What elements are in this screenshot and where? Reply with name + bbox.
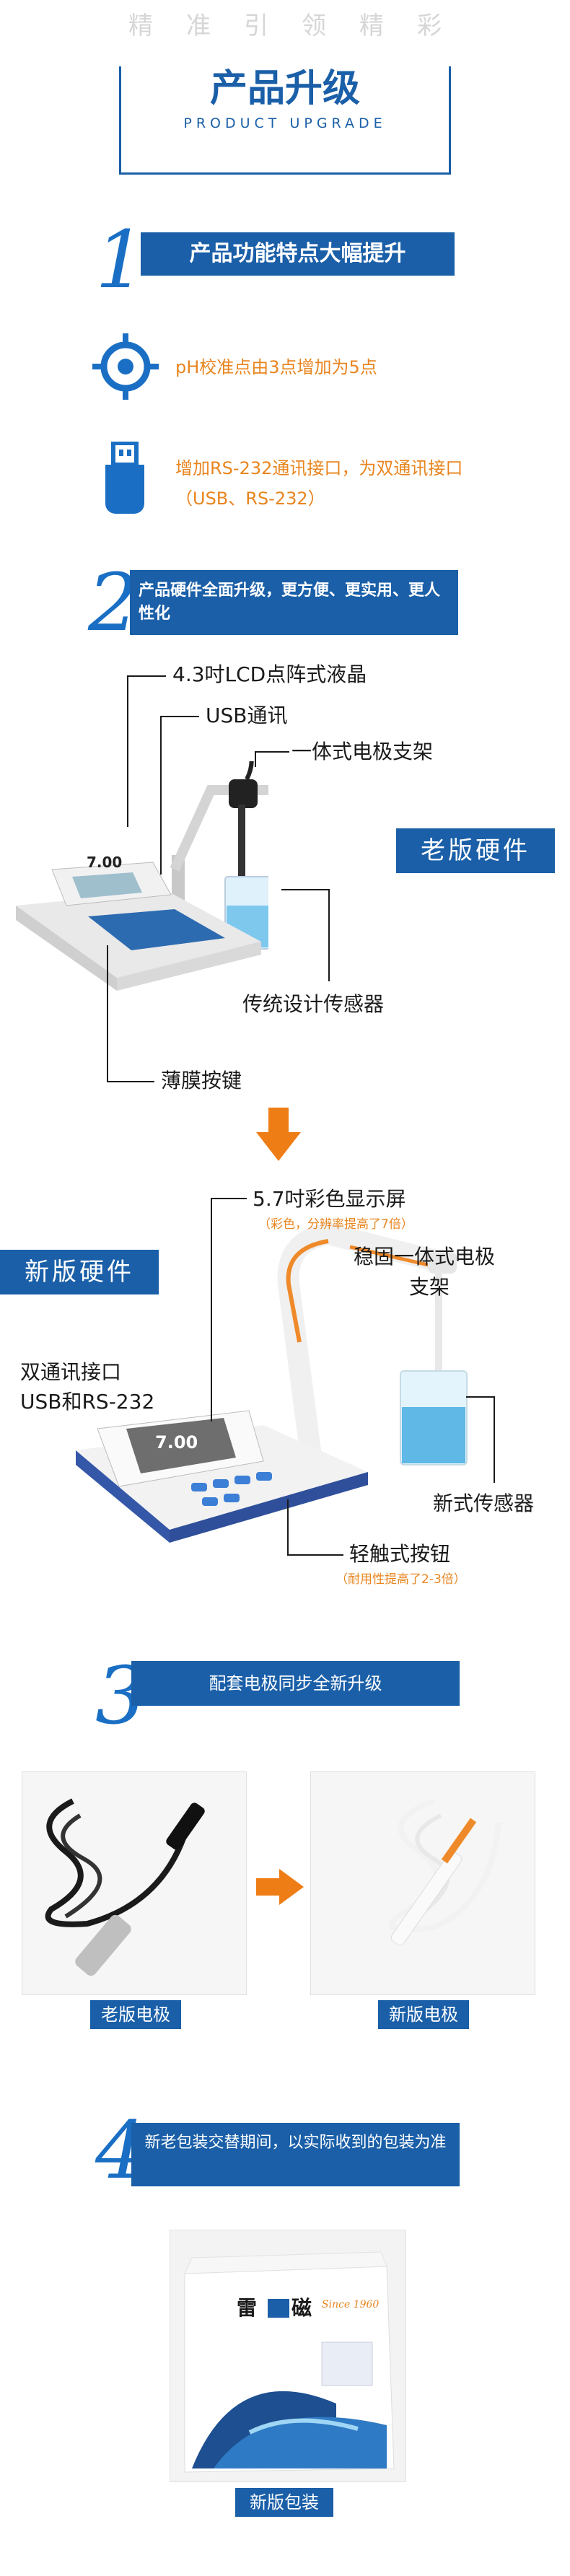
feature-text: pH校准点由3点增加为5点: [175, 357, 377, 377]
new-package-caption: 新版包装: [235, 2488, 333, 2517]
label-lcd: 4.3吋LCD点阵式液晶: [172, 662, 367, 686]
label-keys: 薄膜按键: [161, 1069, 242, 1092]
section-2-heading: 产品硬件全面升级，更方便、更实用、更人性化: [130, 570, 458, 635]
label-buttons: 轻触式按钮: [349, 1542, 451, 1566]
new-electrode-image: [310, 1771, 535, 1995]
slogan: 精准引领精彩: [128, 12, 475, 40]
label-comm-2: USB和RS-232: [20, 1390, 155, 1414]
box-brand-char-1: 雷: [237, 2296, 258, 2320]
note-screen: （彩色，分辨率提高了7倍）: [258, 1217, 413, 1232]
section-3-heading: 配套电极同步全新升级: [131, 1661, 460, 1706]
feature-text: 增加RS-232通讯接口，为双通讯接口（USB、RS-232）: [175, 458, 463, 509]
section-number-1: 1: [95, 214, 146, 306]
section-4-heading: 新老包装交替期间，以实际收到的包装为准: [131, 2123, 460, 2186]
old-electrode-caption: 老版电极: [90, 2000, 181, 2029]
usb-icon: [105, 442, 144, 514]
page-subtitle: PRODUCT UPGRADE: [183, 115, 387, 131]
label-screen: 5.7吋彩色显示屏: [253, 1187, 406, 1211]
label-sensor-new: 新式传感器: [433, 1491, 535, 1515]
label-comm: 双通讯接口: [20, 1360, 122, 1384]
label-usb: USB通讯: [206, 704, 288, 727]
page-title: 产品升级: [209, 67, 360, 110]
box-brand-char-2: 磁: [291, 2296, 312, 2320]
old-electrode-image: [22, 1771, 247, 1995]
note-buttons: （耐用性提高了2-3倍）: [336, 1572, 466, 1587]
label-sensor: 传统设计传感器: [242, 992, 385, 1016]
label-stand-new-2: 支架: [409, 1275, 450, 1299]
old-meter-image: [16, 761, 268, 991]
new-package-image: 雷 磁 Since 1960: [170, 2230, 406, 2482]
old-hardware-tag: 老版硬件: [396, 828, 555, 873]
new-electrode-caption: 新版电极: [378, 2000, 469, 2029]
down-arrow-icon: [256, 1108, 301, 1161]
new-meter-image: [76, 1222, 468, 1543]
old-screen-reading: 7.00: [87, 854, 123, 871]
title-frame: [119, 66, 451, 175]
label-stand-new: 稳固一体式电极: [354, 1245, 496, 1269]
box-script: Since 1960: [322, 2299, 380, 2310]
label-stand: 一体式电极支架: [291, 740, 434, 763]
new-screen-reading: 7.00: [155, 1432, 198, 1453]
section-1-heading: 产品功能特点大幅提升: [141, 232, 455, 276]
right-arrow-icon: [256, 1869, 304, 1905]
target-icon: [92, 333, 159, 400]
new-hardware-tag: 新版硬件: [0, 1250, 159, 1294]
